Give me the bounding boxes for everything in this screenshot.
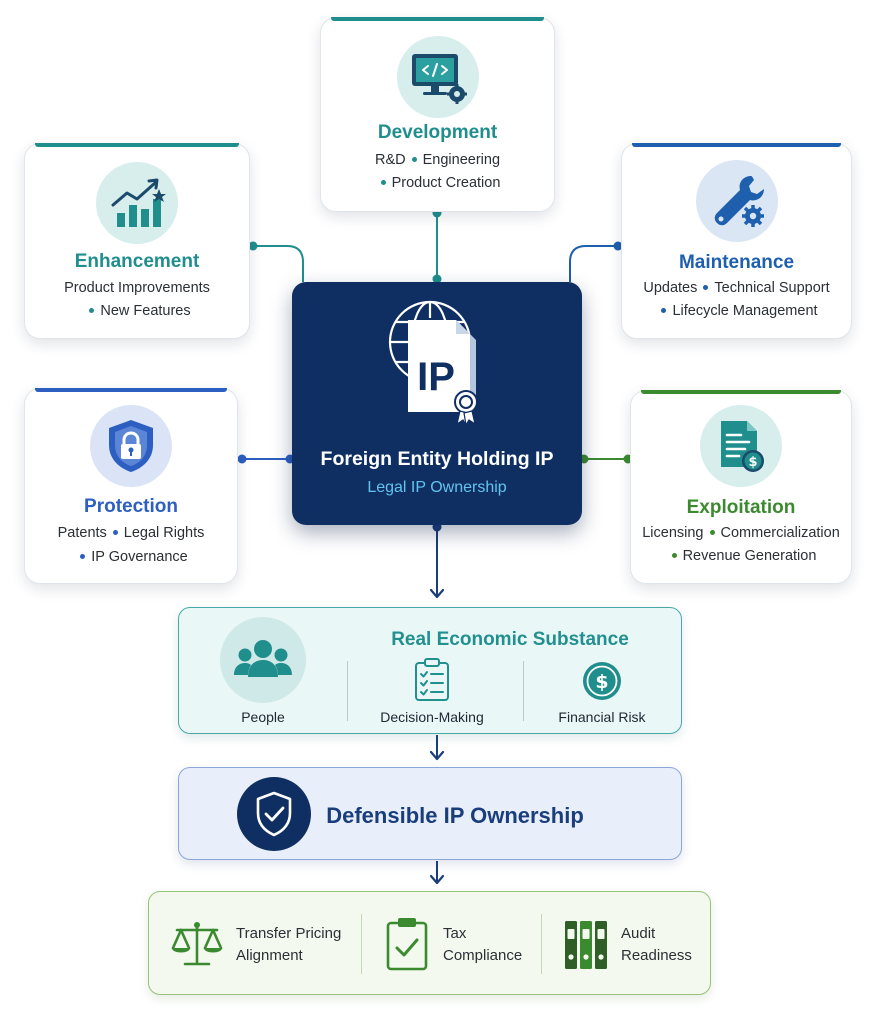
enhancement-line-1: Product Improvements xyxy=(64,280,210,296)
wrench-gear-icon xyxy=(695,160,778,242)
connector-enhancement xyxy=(253,245,304,282)
compliance-item-transfer-pricing: Transfer Pricing Alignment xyxy=(236,925,342,964)
svg-text:$: $ xyxy=(748,455,757,470)
development-title: Development xyxy=(377,122,498,143)
compliance-item-tax: Tax Compliance xyxy=(443,925,523,964)
compliance-item-audit: Audit Readiness xyxy=(621,925,692,964)
shield-lock-icon xyxy=(90,405,172,487)
compliance-outcomes-box: Transfer Pricing Alignment Tax Complianc… xyxy=(148,891,711,995)
globe-document-ip-icon: IP xyxy=(388,300,478,427)
enhancement-title: Enhancement xyxy=(74,251,200,272)
maintenance-title: Maintenance xyxy=(678,252,795,273)
defensible-title: Defensible IP Ownership xyxy=(326,803,584,828)
substance-title: Real Economic Substance xyxy=(391,629,629,650)
center-subtitle: Legal IP Ownership xyxy=(367,479,507,496)
substance-item-people: People xyxy=(241,709,285,725)
dollar-coin-icon: $ xyxy=(583,662,621,700)
maintenance-line-2: Lifecycle Management xyxy=(622,303,851,319)
enhancement-card: Enhancement Product Improvements New Fea… xyxy=(24,143,250,339)
protection-line-2: IP Governance xyxy=(25,549,237,565)
shield-check-icon xyxy=(237,777,311,851)
clipboard-check-icon xyxy=(386,918,428,971)
exploitation-line-2: Revenue Generation xyxy=(631,548,851,564)
enhancement-line-2: New Features xyxy=(25,303,249,319)
economic-substance-box: Real Economic Substance People Decision-… xyxy=(178,607,682,734)
checklist-clipboard-icon xyxy=(415,658,449,701)
exploitation-title: Exploitation xyxy=(686,497,796,518)
substance-item-decision-making: Decision-Making xyxy=(380,709,484,725)
code-monitor-gear-icon xyxy=(396,36,479,118)
development-line-2: Product Creation xyxy=(321,175,554,191)
growth-chart-star-icon xyxy=(96,162,178,244)
defensible-ownership-box: Defensible IP Ownership xyxy=(178,767,682,860)
balance-scale-icon xyxy=(171,922,223,966)
connector-maintenance xyxy=(569,245,618,282)
central-entity-card: IP Foreign Entity Holding IP Legal IP Ow… xyxy=(292,282,582,525)
binders-icon xyxy=(565,921,607,969)
svg-text:$: $ xyxy=(595,671,608,693)
substance-item-financial-risk: Financial Risk xyxy=(558,709,646,725)
invoice-dollar-icon: $ xyxy=(700,405,782,487)
protection-title: Protection xyxy=(84,496,178,517)
center-title: Foreign Entity Holding IP xyxy=(320,448,554,470)
center-icon-text: IP xyxy=(417,355,455,399)
people-group-icon xyxy=(220,617,306,703)
